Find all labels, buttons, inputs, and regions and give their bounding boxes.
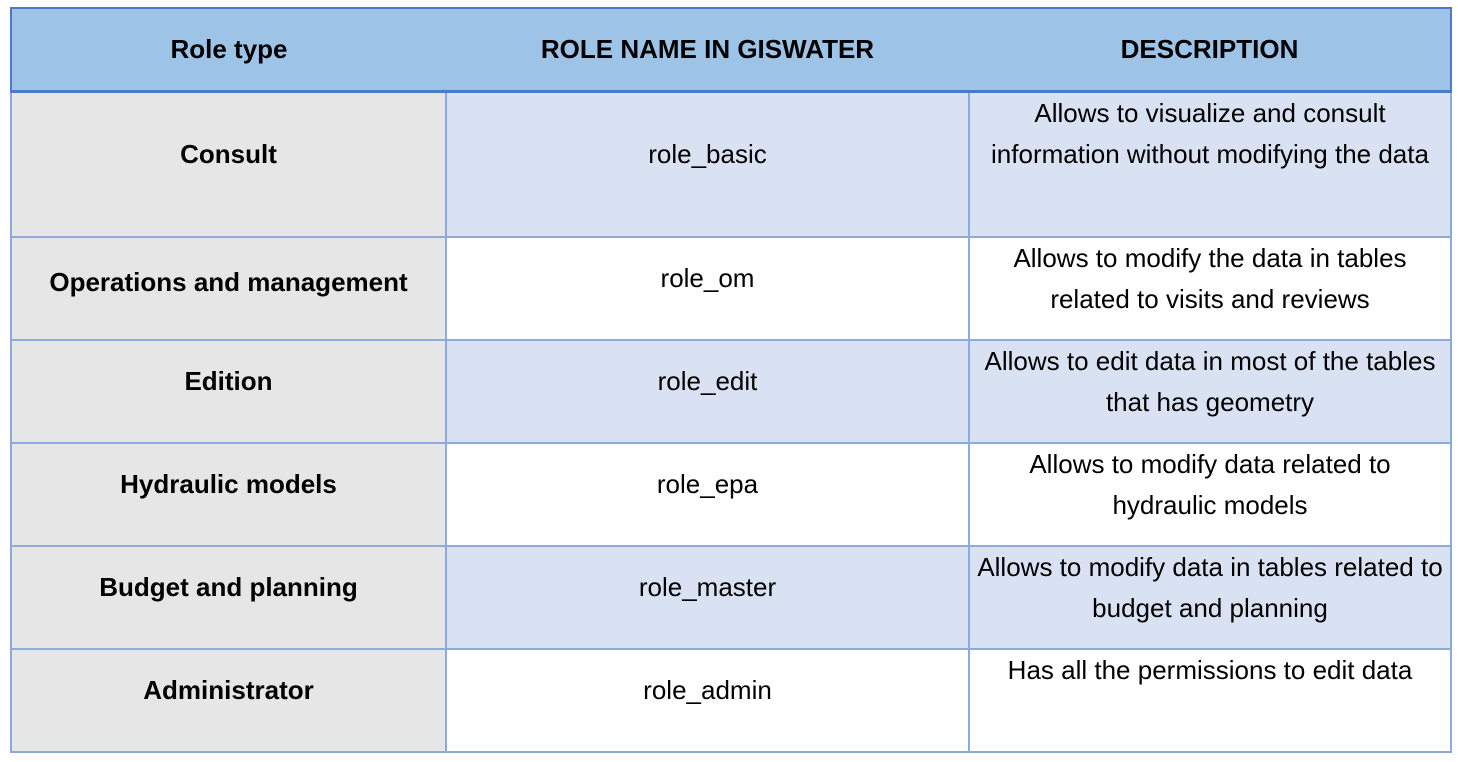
role-type-cell: Edition bbox=[10, 338, 447, 444]
table-row: Operations and management role_om Allows… bbox=[10, 235, 1452, 341]
role-name-cell: role_admin bbox=[445, 647, 970, 753]
table-row: Consult role_basic Allows to visualize a… bbox=[10, 90, 1452, 238]
description-cell: Allows to modify the data in tables rela… bbox=[968, 235, 1452, 341]
role-type-cell: Administrator bbox=[10, 647, 447, 753]
roles-table: Role type ROLE NAME IN GISWATER DESCRIPT… bbox=[10, 7, 1452, 753]
description-cell: Allows to visualize and consult informat… bbox=[968, 90, 1452, 238]
role-type-cell: Hydraulic models bbox=[10, 441, 447, 547]
header-description: DESCRIPTION bbox=[969, 7, 1452, 93]
table-row: Hydraulic models role_epa Allows to modi… bbox=[10, 441, 1452, 547]
table-row: Edition role_edit Allows to edit data in… bbox=[10, 338, 1452, 444]
header-role-type: Role type bbox=[10, 7, 446, 93]
header-role-name: ROLE NAME IN GISWATER bbox=[446, 7, 969, 93]
role-name-cell: role_epa bbox=[445, 441, 970, 547]
table-header-row: Role type ROLE NAME IN GISWATER DESCRIPT… bbox=[10, 7, 1452, 93]
table-row: Administrator role_admin Has all the per… bbox=[10, 647, 1452, 753]
role-name-cell: role_om bbox=[445, 235, 970, 341]
role-type-cell: Operations and management bbox=[10, 235, 447, 341]
role-name-cell: role_master bbox=[445, 544, 970, 650]
table-row: Budget and planning role_master Allows t… bbox=[10, 544, 1452, 650]
role-type-cell: Budget and planning bbox=[10, 544, 447, 650]
role-type-cell: Consult bbox=[10, 90, 447, 238]
role-name-cell: role_basic bbox=[445, 90, 970, 238]
description-cell: Allows to modify data in tables related … bbox=[968, 544, 1452, 650]
description-cell: Allows to edit data in most of the table… bbox=[968, 338, 1452, 444]
role-name-cell: role_edit bbox=[445, 338, 970, 444]
description-cell: Has all the permissions to edit data bbox=[968, 647, 1452, 753]
description-cell: Allows to modify data related to hydraul… bbox=[968, 441, 1452, 547]
